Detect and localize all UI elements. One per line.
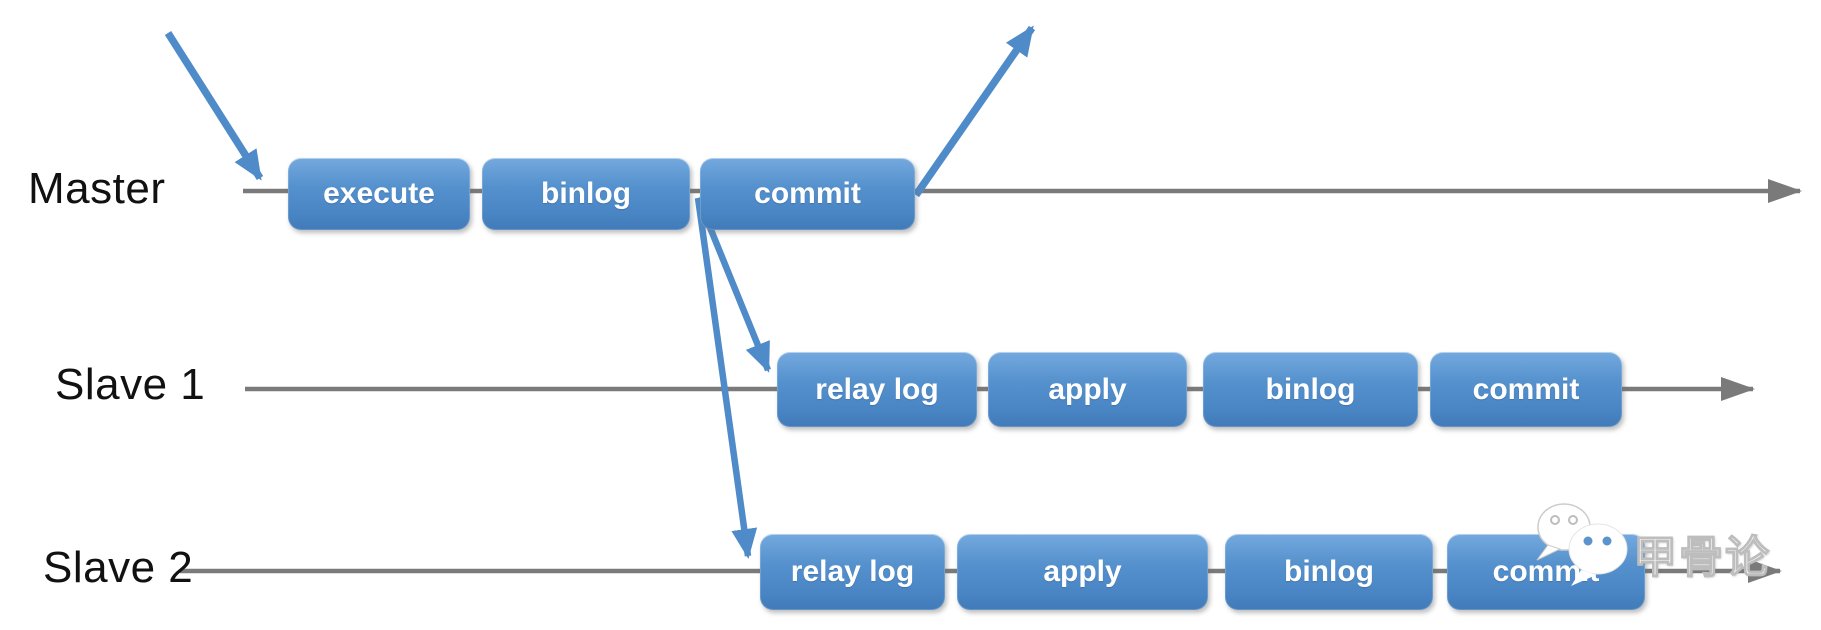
front-chat-bubble [1568,523,1628,586]
master-node-binlog: binlog [482,158,690,230]
row-label-master: Master [28,164,166,213]
slave1-node-commit: commit [1430,352,1622,427]
commit-response-arrow [912,25,1036,198]
slave1-node-binlog: binlog [1203,352,1418,427]
row-label-slave2: Slave 2 [43,543,194,592]
row-label-slave1: Slave 1 [55,360,206,409]
slave1-node-apply: apply [988,352,1187,427]
master-node-execute: execute [288,158,470,230]
master-node-commit: commit [700,158,915,230]
slave2-node-binlog: binlog [1225,534,1433,610]
watermark-text: 甲骨论 [1632,532,1771,582]
slave2-node-relay-log: relay log [760,534,945,610]
slave2-node-apply: apply [957,534,1208,610]
slave1-node-relay-log: relay log [777,352,977,427]
wechat-chat-bubbles-icon [1536,503,1628,586]
binlog-to-slave2-arrow [694,197,758,559]
incoming-transaction-arrow [164,30,264,181]
